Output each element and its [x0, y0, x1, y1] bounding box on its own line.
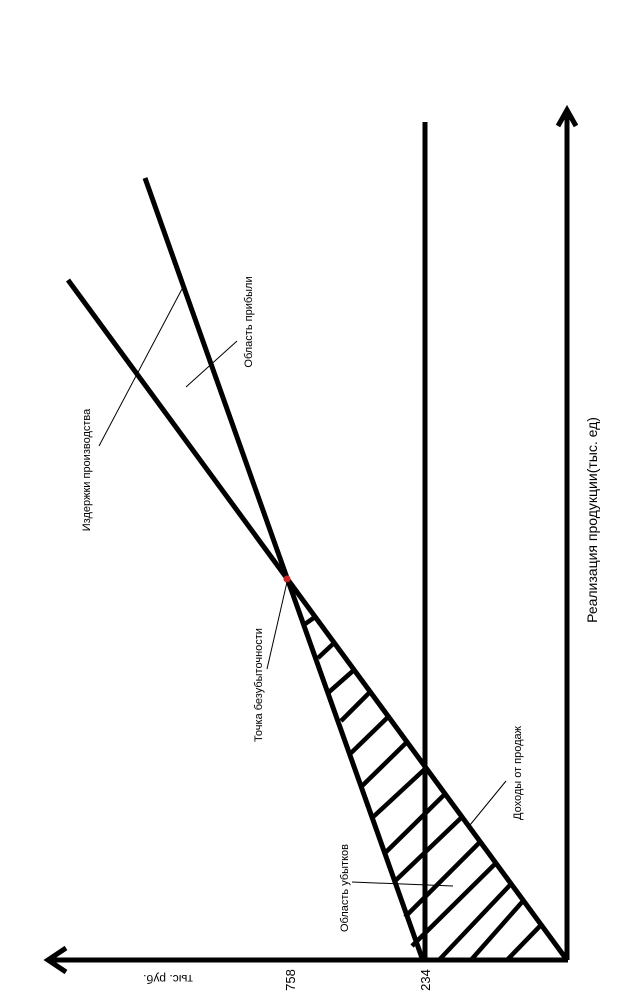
loss-leader-line	[351, 881, 454, 887]
loss-area-hatching	[303, 615, 543, 962]
hatch-line	[469, 899, 525, 962]
hatch-line	[403, 840, 482, 919]
hatch-line	[392, 815, 464, 884]
breakeven-point-marker	[283, 575, 291, 583]
hatch-line	[303, 615, 317, 626]
revenue-line	[65, 278, 570, 962]
y-axis-label: тыс. руб.	[143, 972, 193, 986]
horizontal-axis-arrowhead	[43, 945, 68, 975]
total-cost-line	[142, 177, 425, 959]
hatch-line	[437, 882, 513, 962]
revenue-leader-line	[469, 780, 507, 826]
loss-label: Область убытков	[339, 844, 351, 932]
hatch-line	[349, 715, 390, 755]
profit-label: Область прибыли	[243, 276, 255, 367]
tick-label-234: 234	[418, 969, 433, 991]
x-axis-label: Реализация продукции(тыс. ед)	[584, 417, 600, 623]
hatch-line	[410, 861, 498, 948]
vertical-axis-arrowhead	[555, 104, 579, 128]
hatch-line	[327, 668, 356, 694]
hatch-line	[316, 641, 336, 660]
hatch-line	[339, 690, 372, 723]
hatch-line	[370, 766, 428, 820]
costs-label: Издержки производства	[81, 408, 93, 531]
revenue-label: Доходы от продаж	[512, 725, 524, 820]
breakeven-leader-line	[266, 581, 288, 670]
hatch-line	[359, 740, 409, 789]
breakeven-label: Точка безубыточности	[253, 628, 265, 742]
profit-leader-line	[185, 340, 238, 388]
costs-leader-line	[98, 288, 183, 447]
hatch-line	[383, 792, 447, 855]
tick-label-758: 758	[283, 969, 298, 991]
hatch-line	[505, 923, 543, 962]
